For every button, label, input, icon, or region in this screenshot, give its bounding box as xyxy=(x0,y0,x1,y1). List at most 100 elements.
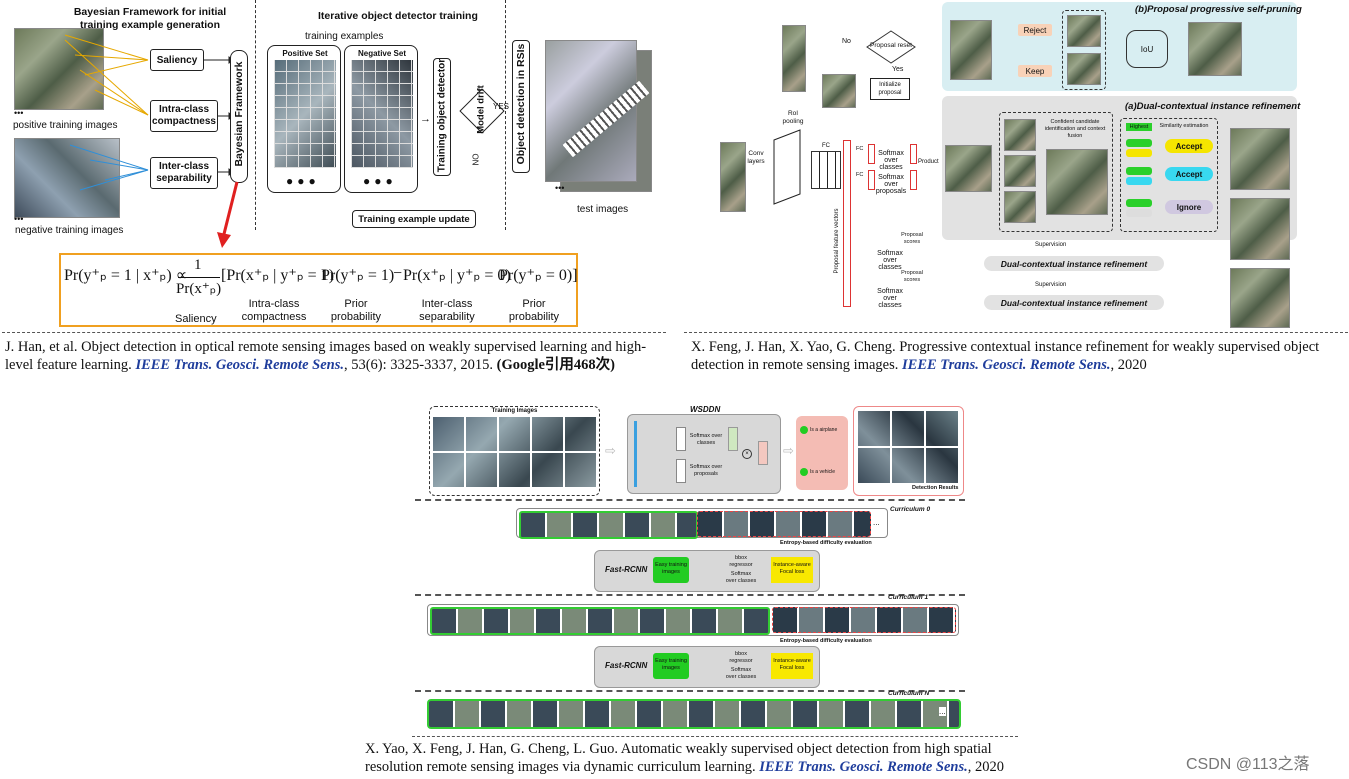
negative-set-dots: ●●● xyxy=(363,174,397,188)
fc-bars xyxy=(811,151,841,189)
yellow-bar-1 xyxy=(1126,149,1152,157)
proposal-vector-bar xyxy=(843,140,851,307)
formula-term1: [Pr(x⁺ₚ | y⁺ₚ = 1) xyxy=(221,267,335,284)
highest-tag: Highest xyxy=(1126,123,1152,131)
formula-term2: Pr(y⁺ₚ = 1) xyxy=(321,267,395,284)
refinement-title: (a)Dual-contextual instance refinement xyxy=(1125,101,1301,112)
conv-block xyxy=(773,129,801,205)
confident-fused xyxy=(1046,149,1108,215)
positive-set-grid xyxy=(274,60,336,168)
formula-term4: Pr(y⁺ₚ = 0)] xyxy=(499,267,578,284)
fast-rcnn-box-2: Fast-RCNN Easy training images bbox regr… xyxy=(594,646,820,688)
wsddn-fc-2 xyxy=(676,459,686,483)
panel2-caption-rule xyxy=(684,332,1348,333)
softmax-classes-2: Softmax over classes xyxy=(725,667,757,680)
formula-box: Pr(y⁺ₚ = 1 | x⁺ₚ) ∝ 1 Pr(x⁺ₚ) [Pr(x⁺ₚ | … xyxy=(59,253,578,327)
negative-set-panel: Negative Set ●●● xyxy=(344,45,418,193)
product-bar-1 xyxy=(910,144,917,164)
watermark: CSDN @113之落 xyxy=(1186,756,1310,773)
iou-label: IoU xyxy=(1140,44,1154,54)
positive-set-dots: ●●● xyxy=(286,174,320,188)
pruning-candidate-2 xyxy=(1067,53,1101,85)
softmax-proposals-top: Softmax over proposals xyxy=(875,174,907,195)
proposal-image-mid xyxy=(822,74,856,108)
panel3-caption-authors: X. Yao, X. Feng, J. Han, G. Cheng, L. Gu… xyxy=(365,741,992,775)
panel1-caption: J. Han, et al. Object detection in optic… xyxy=(5,338,670,374)
softmax-classes-mid: Softmax over classes xyxy=(877,250,903,271)
formula-term3: Pr(x⁺ₚ | y⁺ₚ = 0) xyxy=(403,267,511,284)
training-images-grid xyxy=(433,417,596,487)
entropy-label-1: Entropy-based difficulty evaluation xyxy=(780,540,872,546)
focal-loss-2: Instance-aware Focal loss xyxy=(771,653,813,679)
fast-rcnn-label-2: Fast-RCNN xyxy=(605,661,648,670)
training-update-box: Training example update xyxy=(352,210,476,228)
easy-training-2: Easy training images xyxy=(653,653,689,679)
training-detector-box xyxy=(433,58,451,176)
intra-class-box: Intra-class compactness xyxy=(150,100,218,132)
supervision-label-2: Supervision xyxy=(1035,282,1067,288)
proposal-yes-label: Yes xyxy=(892,66,904,73)
training-detector-label: Training object detector xyxy=(436,58,448,173)
is-vehicle-label: Is a vehicle xyxy=(810,469,836,475)
confident-img-1 xyxy=(1004,119,1036,151)
panel2-caption-authors: X. Feng, J. Han, X. Yao, G. Cheng. Progr… xyxy=(691,339,1320,373)
panel2-caption: X. Feng, J. Han, X. Yao, G. Cheng. Progr… xyxy=(691,338,1341,374)
dcir-box-2: Dual-contextual instance refinement xyxy=(984,295,1164,310)
test-images-dots: ••• xyxy=(555,183,565,193)
saliency-box: Saliency xyxy=(150,49,204,71)
refine-output-2 xyxy=(1230,198,1290,260)
fc-c-label: FC xyxy=(856,146,864,152)
positive-image-dots: ••• xyxy=(14,108,24,118)
formula-label-saliency: Saliency xyxy=(175,313,217,325)
reject-pill: Reject xyxy=(1018,24,1052,36)
wsddn-softmax-proposals: Softmax over proposals xyxy=(689,464,723,477)
fc-label: FC xyxy=(822,143,830,149)
similarity-label: Similarity estimation xyxy=(1159,123,1209,129)
training-images-panel: Training Images xyxy=(429,406,600,496)
confident-label: Confident candidate identification and c… xyxy=(1044,119,1106,139)
bbox-regressor-2: bbox regressor xyxy=(729,651,753,664)
curriculum0-label: Curriculum 0 xyxy=(890,506,931,513)
formula-label-intra: Intra-class compactness xyxy=(241,298,307,323)
is-airplane-label: Is a airplane xyxy=(810,427,838,433)
bbox-regressor-1: bbox regressor xyxy=(729,555,753,568)
refine-output-1 xyxy=(1230,128,1290,190)
fc-d-label: FC xyxy=(856,172,864,178)
panel1-divider-left xyxy=(255,0,256,230)
proposal-feature-label: Proposal feature vectors xyxy=(834,208,840,274)
green-bar-3 xyxy=(1126,199,1152,207)
bayesian-framework-label: Bayesian Framework xyxy=(233,61,245,167)
negative-image-stack xyxy=(14,138,120,218)
fast-rcnn-box-1: Fast-RCNN Easy training images bbox regr… xyxy=(594,550,820,592)
model-drift-label: Model drift xyxy=(475,85,487,134)
negative-set-grid xyxy=(351,60,413,168)
bayesian-framework-box xyxy=(230,50,248,183)
fc-c-bar xyxy=(868,144,875,164)
iou-box: IoU xyxy=(1126,30,1168,68)
similarity-panel: Highest Similarity estimation Accept Acc… xyxy=(1120,118,1218,232)
pruning-input-right xyxy=(1188,22,1242,76)
vehicle-dot xyxy=(800,468,808,476)
panel1-caption-rule xyxy=(2,332,666,333)
keep-pill: Keep xyxy=(1018,65,1052,77)
curriculum1-easy xyxy=(430,607,770,635)
wsddn-arrow-in: ⇨ xyxy=(605,443,616,458)
curriculum0-easy xyxy=(519,511,698,539)
detection-results-panel: Detection Results xyxy=(853,406,964,496)
wsddn-green-bar xyxy=(728,427,738,451)
green-bar-1 xyxy=(1126,139,1152,147)
wsddn-input-bar xyxy=(634,421,637,487)
panel1-caption-authors: J. Han, et al. Object detection in optic… xyxy=(5,339,647,373)
negative-set-label: Negative Set xyxy=(357,49,407,58)
panel1-title-bayesian: Bayesian Framework for initial training … xyxy=(73,6,227,31)
training-examples-label: training examples xyxy=(305,31,384,42)
curriculum1-label: Curriculum 1 xyxy=(888,594,929,601)
wsddn-panel: Softmax over classes Softmax over propos… xyxy=(627,414,781,494)
product-result-image xyxy=(945,145,992,192)
formula-label-prior2: Prior probability xyxy=(508,298,560,323)
formula-lhs: Pr(y⁺ₚ = 1 | x⁺ₚ) ∝ xyxy=(64,267,188,284)
focal-loss-1: Instance-aware Focal loss xyxy=(771,557,813,583)
panel3-caption-rule xyxy=(412,736,1018,737)
panel1-title-iterative: Iterative object detector training xyxy=(318,10,478,22)
refine-output-3 xyxy=(1230,268,1290,328)
